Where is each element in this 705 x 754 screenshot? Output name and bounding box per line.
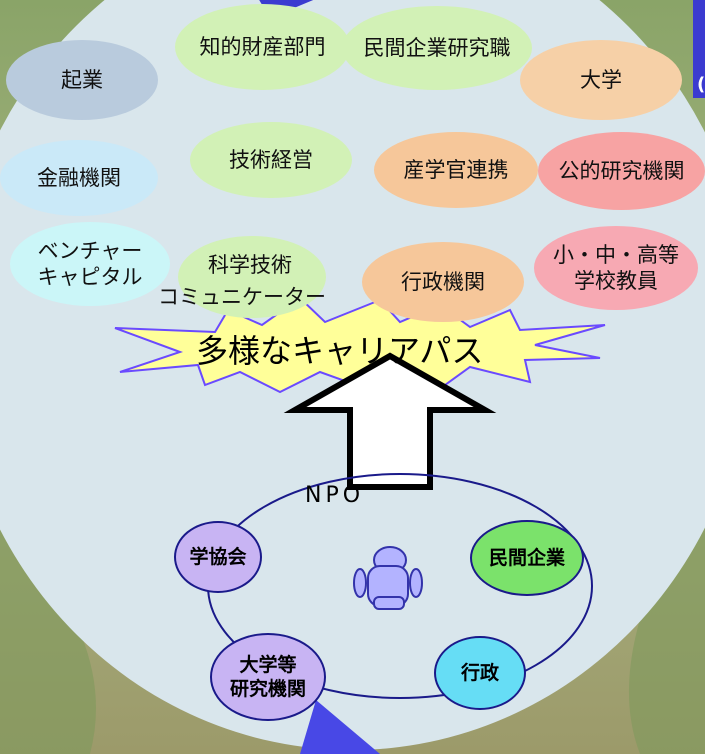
option-kagaku <box>178 236 326 318</box>
node-gyosei: 行政 <box>434 636 526 710</box>
node-daigaku: 大学等 研究機関 <box>210 633 326 721</box>
option-kagaku-line2: コミュニケーター <box>158 285 326 309</box>
option-minkan-kenkyu: 民間企業研究職 <box>342 6 532 90</box>
node-npo: NPO <box>305 483 365 508</box>
option-venture: ベンチャー キャピタル <box>10 222 170 306</box>
option-gijutsu-keiei: 技術経営 <box>190 122 352 198</box>
top-right-label: 指 ( <box>693 0 705 98</box>
option-sangakukan: 産学官連携 <box>374 132 538 208</box>
banner-burst <box>114 296 606 394</box>
option-daigaku: 大学 <box>520 40 682 120</box>
option-kinyu: 金融機関 <box>0 140 158 216</box>
banner-title: 多様なキャリアパス <box>196 332 484 370</box>
up-arrow <box>283 352 497 490</box>
node-minkan-kigyo: 民間企業 <box>470 520 584 596</box>
option-kigyo: 起業 <box>6 40 158 120</box>
node-gakkyokai: 学協会 <box>174 521 262 593</box>
person-icon <box>353 546 423 610</box>
option-koteki: 公的研究機関 <box>538 132 705 210</box>
option-chiteki: 知的財産部門 <box>175 4 350 90</box>
option-gyosei-kikan: 行政機関 <box>362 242 524 322</box>
bottom-pointer <box>300 700 380 754</box>
option-kagaku-line1: 科学技術 <box>208 253 292 277</box>
option-teacher: 小・中・高等 学校教員 <box>534 226 698 310</box>
